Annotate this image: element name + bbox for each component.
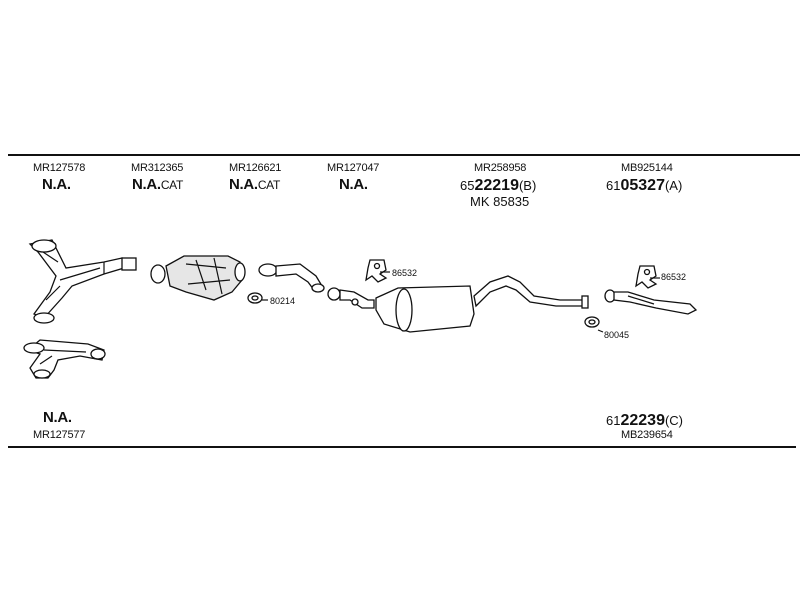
code-bottom-right-variant: (C) xyxy=(664,413,684,428)
lower-manifold-pipe xyxy=(23,339,106,379)
rubber-hanger-1 xyxy=(365,259,388,283)
hanger1-label: 86532 xyxy=(392,268,418,278)
code-col5-variant: (B) xyxy=(518,178,537,193)
hanger2-label: 86532 xyxy=(661,272,687,282)
part-number-col3: MR126621 xyxy=(229,162,282,174)
status-col4: N.A. xyxy=(339,176,368,193)
code-col6: 6105327(A) xyxy=(606,177,682,195)
tail-pipe xyxy=(604,289,698,315)
status-col3: N.A.CAT xyxy=(229,176,280,193)
part-number-col1: MR127578 xyxy=(33,162,86,174)
leader-lines xyxy=(262,271,660,333)
status-col1-text: N.A. xyxy=(42,176,71,193)
code-col6-main: 05327 xyxy=(620,177,665,194)
gasket2-label: 80045 xyxy=(604,330,630,340)
part-number-col6: MB925144 xyxy=(621,162,673,174)
status-col2: N.A.CAT xyxy=(132,176,183,193)
rubber-hanger-2 xyxy=(635,265,658,289)
status-col3-suffix: CAT xyxy=(257,178,281,192)
code-bottom-right: 6122239(C) xyxy=(606,412,683,430)
gasket1-label: 80214 xyxy=(270,296,296,306)
status-col2-text: N.A. xyxy=(132,176,161,193)
front-pipe-y xyxy=(28,239,137,324)
gasket-2 xyxy=(584,316,600,328)
code-col5-prefix: 65 xyxy=(460,178,475,193)
status-bottom-left: N.A. xyxy=(43,409,72,426)
part-number-bottom-left: MR127577 xyxy=(33,429,86,441)
part-number-bottom-right: MB239654 xyxy=(621,429,673,441)
code-col5: 6522219(B) xyxy=(460,177,536,195)
code-bottom-right-main: 22239 xyxy=(620,412,665,429)
part-number-col2: MR312365 xyxy=(131,162,184,174)
code-col5-main: 22219 xyxy=(474,177,519,194)
intermediate-pipe xyxy=(247,263,325,304)
code-col5-extra: MK 85835 xyxy=(470,194,530,209)
code-bottom-right-prefix: 61 xyxy=(606,413,621,428)
part-number-col4: MR127047 xyxy=(327,162,380,174)
code-col6-variant: (A) xyxy=(664,178,683,193)
catalytic-converter xyxy=(150,255,246,301)
top-rule xyxy=(8,154,800,156)
part-number-col5: MR258958 xyxy=(474,162,527,174)
status-col4-text: N.A. xyxy=(339,176,368,193)
centre-muffler xyxy=(327,275,589,333)
code-col6-prefix: 61 xyxy=(606,178,621,193)
bottom-rule xyxy=(8,446,796,448)
status-col3-text: N.A. xyxy=(229,176,258,193)
status-col1: N.A. xyxy=(42,176,71,193)
status-col2-suffix: CAT xyxy=(160,178,184,192)
